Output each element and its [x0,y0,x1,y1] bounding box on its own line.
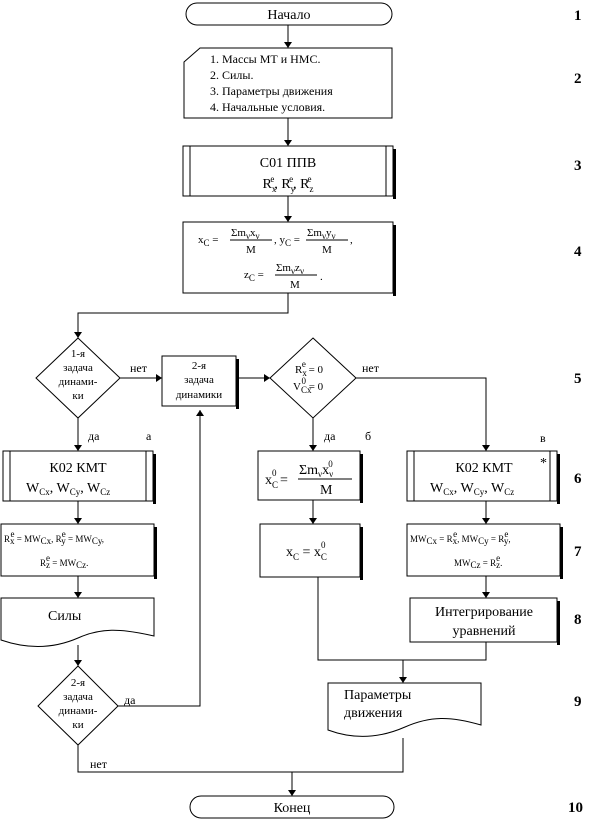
row-number-3: 3 [574,158,582,174]
row-number-9: 9 [574,694,582,710]
label-no-1: нет [130,361,148,375]
input-line-1: 1. Массы МТ и НМС. [210,52,320,66]
svg-text:Rxe = MWCx, Rye = MWCy,: Rxe = MWCx, Rye = MWCy, [4,529,104,546]
start-label: Начало [267,8,310,23]
decision-task1: 1-я задача динами- ки [35,337,121,419]
svg-text:xC0 =: xC0 = [265,468,288,490]
row-number-4: 4 [574,244,582,260]
svg-text:VCx0 = 0: VCx0 = 0 [293,376,324,395]
svg-text:M: M [322,244,332,256]
svg-text:К02 КМТ: К02 КМТ [455,461,513,476]
row-numbers: 1 2 3 4 5 6 7 8 9 10 [568,8,583,816]
input-line-2: 2. Силы. [210,68,253,82]
svg-text:Σmνyν: Σmνyν [307,227,336,241]
svg-text:,: , [350,234,353,246]
svg-text:Σmνzν: Σmνzν [276,262,304,276]
svg-text:Σmνxν0: Σmνxν0 [299,459,333,479]
c01-formula: Rxe, Rye, Rze [262,174,313,194]
c01-title: С01 ППВ [260,156,316,171]
label-yes-1: да [88,429,100,443]
k02-left-block: К02 КМТ WCx, WCy, WCz [2,450,156,504]
decision-task2: 2-я задача динами- ки [37,665,119,746]
svg-text:, yC =: , yC = [274,234,300,248]
row-number-5: 5 [574,371,582,387]
svg-text:К02 КМТ: К02 КМТ [49,461,107,476]
k02-right-block: К02 КМТ WCx, WCy, WCz * [406,450,560,504]
svg-text:.: . [320,271,323,283]
end-label: Конец [274,801,311,816]
svg-text:MWCz = Rze.: MWCz = Rze. [454,553,502,570]
svg-text:ки: ки [72,390,83,402]
mass-center-formula-2: zC = [244,269,264,283]
svg-text:задача: задача [63,691,93,703]
svg-text:M: M [246,244,256,256]
svg-text:динами-: динами- [59,376,98,388]
xc0-block: xC0 = Σmνxν0 M [257,450,363,503]
forces-left-block: Rxe = MWCx, Rye = MWCy, Rze = MWCz. [0,523,157,579]
decision-rx-zero: Rxe = 0 VCx0 = 0 [269,337,357,419]
row-number-10: 10 [568,800,583,816]
svg-text:Параметры: Параметры [344,688,412,703]
label-b: б [365,429,371,443]
svg-text:задача: задача [63,362,93,374]
row-number-7: 7 [574,544,582,560]
label-yes-2: да [324,429,336,443]
k02-right-mark: * [540,456,547,471]
svg-text:уравнений: уравнений [452,624,516,639]
row-number-6: 6 [574,471,582,487]
row-number-1: 1 [574,8,582,24]
svg-text:Rxe = 0: Rxe = 0 [295,359,324,378]
svg-text:ки: ки [72,719,83,731]
svg-text:Σmνxν: Σmνxν [231,227,260,241]
row-number-8: 8 [574,612,582,628]
svg-text:WCx, WCy, WCz: WCx, WCy, WCz [430,481,514,497]
integrate-block: Интегрирование уравнений [409,597,560,645]
row-number-2: 2 [574,71,582,87]
input-line-3: 3. Параметры движения [210,84,333,98]
xc-block: xC = xC0 [259,523,363,580]
right-eq-block: MWCx = Rxe, MWCy = Rye, MWCz = Rze. [406,523,563,579]
svg-text:задача: задача [184,374,214,386]
forces-doc-label: Силы [48,609,82,624]
svg-text:движения: движения [344,706,403,721]
label-yes-3: да [124,693,136,707]
label-no-2: нет [362,361,380,375]
svg-text:Интегрирование: Интегрирование [435,605,533,620]
mass-center-formula-1: xC = [198,234,218,248]
svg-text:динами-: динами- [59,705,98,717]
input-line-4: 4. Начальные условия. [210,100,325,114]
label-v: в [540,431,546,445]
svg-text:M: M [290,279,300,291]
motion-params-document: Параметры движения [327,682,482,737]
label-a: а [146,429,152,443]
svg-text:WCx, WCy, WCz: WCx, WCy, WCz [26,481,110,497]
svg-text:M: M [320,483,333,498]
svg-text:2-я: 2-я [192,360,206,372]
svg-text:2-я: 2-я [71,677,85,689]
mass-center-block: xC = Σmνxν M , yC = Σmνyν M , zC = Σmνzν… [182,221,396,296]
label-no-3: нет [90,757,108,771]
start-terminator: Начало [185,2,393,26]
forces-document: Силы [0,597,155,648]
connectors [74,25,490,796]
end-terminator: Конец [189,795,395,819]
input-block: 1. Массы МТ и НМС. 2. Силы. 3. Параметры… [183,47,393,119]
task2-box: 2-я задача динамики [161,355,239,409]
svg-text:динамики: динамики [176,389,222,401]
svg-text:1-я: 1-я [71,348,85,360]
c01-block: С01 ППВ Rxe, Rye, Rze [182,145,396,199]
